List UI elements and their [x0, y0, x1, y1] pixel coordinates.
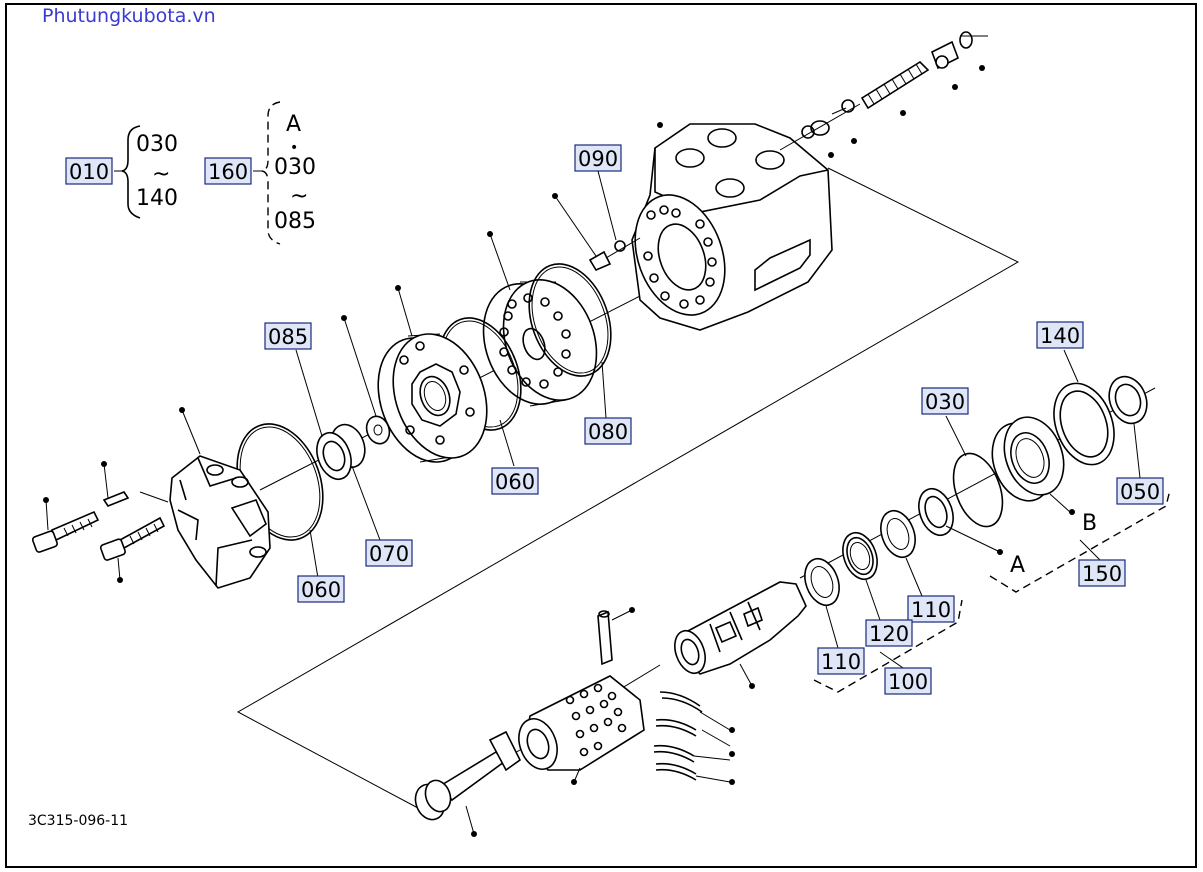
svg-text:050: 050: [1120, 480, 1160, 504]
race-110-right[interactable]: [875, 506, 921, 562]
valve-housing[interactable]: [619, 123, 833, 331]
cover-bolts[interactable]: [31, 491, 166, 561]
needle-bearing-120[interactable]: [837, 528, 883, 584]
drawing-frame: [5, 3, 1197, 868]
port-plate[interactable]: [467, 267, 612, 418]
marker-a: A: [1010, 553, 1025, 578]
brace-010: [121, 125, 141, 219]
range-from: 030: [274, 155, 316, 180]
bushing-b[interactable]: [982, 409, 1074, 509]
group-code: 160: [208, 160, 248, 184]
svg-text:100: 100: [888, 670, 928, 694]
svg-text:060: 060: [495, 470, 535, 494]
callout-100[interactable]: 100: [884, 667, 932, 695]
svg-text:120: 120: [869, 622, 909, 646]
mid-dot: •: [290, 140, 298, 156]
spool[interactable]: [669, 581, 807, 677]
svg-text:110: 110: [821, 650, 861, 674]
svg-text:150: 150: [1082, 562, 1122, 586]
callout-110-right[interactable]: 110: [907, 595, 955, 623]
svg-text:090: 090: [578, 147, 618, 171]
group-bracket-100: [813, 599, 963, 693]
gerotor-set[interactable]: [362, 321, 503, 475]
brace-160: [261, 101, 281, 245]
callout-060-center[interactable]: 060: [491, 467, 539, 495]
drawing-number: 3C315-096-11: [28, 813, 128, 829]
svg-text:070: 070: [369, 542, 409, 566]
drive-shaft[interactable]: [411, 730, 522, 824]
callouts: 090 085 070 060 060 080 030: [264, 144, 1164, 695]
group-code-box[interactable]: [65, 157, 113, 185]
end-cover[interactable]: [169, 455, 271, 589]
callout-120[interactable]: 120: [865, 619, 913, 647]
svg-text:080: 080: [588, 420, 628, 444]
thrust-washer[interactable]: [363, 413, 393, 447]
range-sep: ~: [290, 184, 308, 209]
range-to: 085: [274, 209, 316, 234]
range-sep: ~: [152, 162, 170, 187]
callout-085[interactable]: 085: [264, 322, 312, 350]
group-code: 010: [69, 160, 109, 184]
centering-springs[interactable]: [653, 691, 731, 783]
marker-b: B: [1082, 511, 1097, 536]
callout-090[interactable]: 090: [574, 144, 622, 172]
callout-140[interactable]: 140: [1036, 321, 1084, 349]
sleeve-holes: [565, 683, 627, 757]
callout-110-left[interactable]: 110: [817, 647, 865, 675]
race-110-left[interactable]: [799, 554, 845, 610]
first-item: A: [286, 112, 301, 137]
plate-holes: [499, 293, 571, 389]
svg-text:140: 140: [1040, 324, 1080, 348]
callout-060-left[interactable]: 060: [297, 575, 345, 603]
dust-ring-140[interactable]: [1043, 375, 1124, 473]
cross-pin[interactable]: [597, 610, 613, 666]
check-plug-090[interactable]: [554, 195, 641, 272]
callout-070[interactable]: 070: [365, 539, 413, 567]
group-bracket-150: [989, 489, 1171, 593]
group-code-box[interactable]: [204, 157, 252, 185]
range-from: 030: [136, 132, 178, 157]
snap-ring-050[interactable]: [1103, 371, 1153, 428]
svg-text:060: 060: [301, 578, 341, 602]
callout-030[interactable]: 030: [921, 387, 969, 415]
group-legend-010: 010 030 ~ 140: [65, 125, 178, 219]
watermark-text: Phutungkubota.vn: [42, 5, 216, 27]
svg-text:110: 110: [911, 598, 951, 622]
callout-050[interactable]: 050: [1116, 477, 1164, 505]
range-to: 140: [136, 186, 178, 211]
callout-080[interactable]: 080: [584, 417, 632, 445]
svg-text:085: 085: [268, 325, 308, 349]
group-legend-160: 160 A • 030 ~ 085: [204, 101, 316, 245]
o-ring-080[interactable]: [514, 253, 625, 388]
relief-valve-parts[interactable]: [779, 31, 988, 151]
seal-ring-085[interactable]: [295, 349, 381, 541]
callout-150[interactable]: 150: [1078, 559, 1126, 587]
sleeve-assembly[interactable]: [512, 675, 645, 775]
housing-bolt-holes: [643, 205, 717, 309]
svg-text:030: 030: [925, 390, 965, 414]
seal-a[interactable]: [913, 484, 959, 540]
